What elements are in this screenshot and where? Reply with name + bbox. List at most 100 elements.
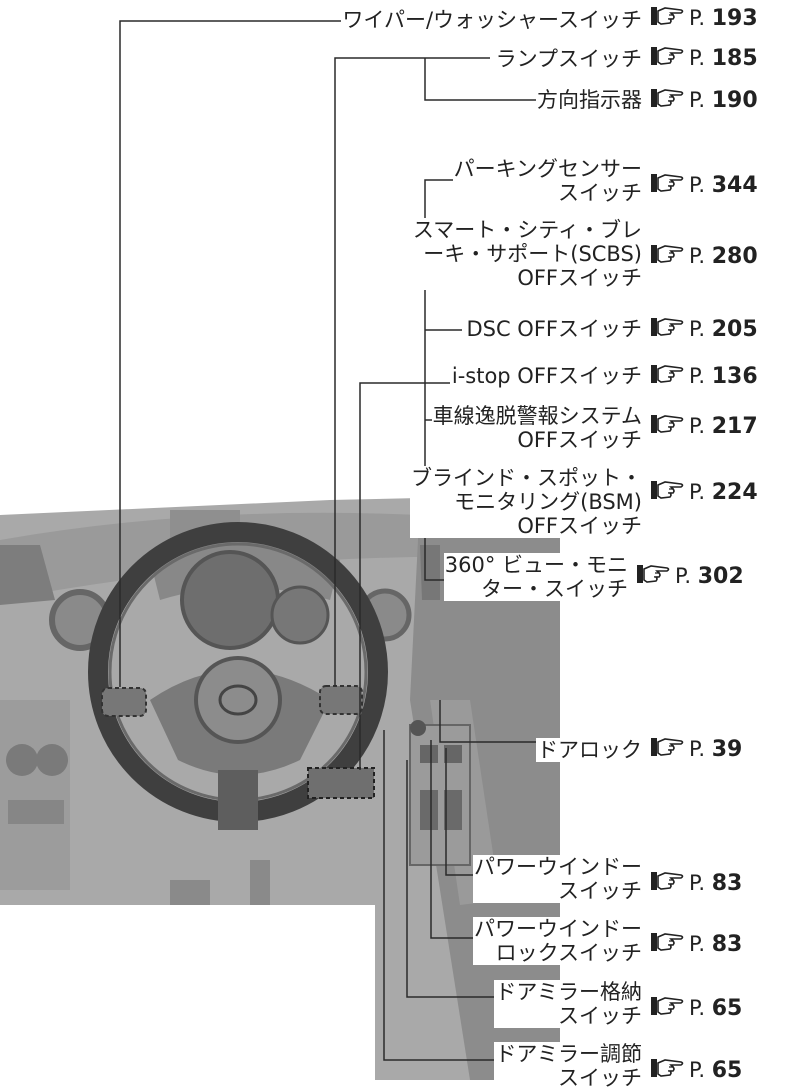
- callout-label-parking: パーキングセンサースイッチ: [452, 157, 643, 205]
- page-number: 193: [711, 6, 758, 31]
- page-prefix: P.: [675, 564, 698, 588]
- leader-line: [424, 58, 545, 101]
- page-prefix: P.: [689, 6, 712, 30]
- callout-text: OFFスイッチ: [517, 428, 642, 452]
- callout-text: 360° ビュー・モニ: [444, 553, 628, 577]
- page-reference-dsc[interactable]: P. 205: [651, 315, 758, 343]
- page-number: 39: [711, 737, 743, 762]
- page-number: 65: [711, 996, 743, 1021]
- callout-label-window-lock: パワーウインドーロックスイッチ: [473, 917, 643, 965]
- page-reference-door-lock[interactable]: P. 39: [651, 735, 742, 763]
- leader-line: [445, 748, 486, 876]
- page-prefix: P.: [689, 244, 712, 268]
- pointing-hand-icon: [651, 172, 685, 203]
- pointing-hand-icon: [651, 363, 685, 394]
- page-number: 83: [711, 932, 743, 957]
- callout-label-power-window: パワーウインドースイッチ: [473, 855, 643, 903]
- page-reference-bsm[interactable]: P. 224: [651, 478, 758, 506]
- page-prefix: P.: [689, 996, 712, 1020]
- callout-text: スイッチ: [558, 181, 642, 205]
- pointing-hand-icon: [651, 1057, 685, 1088]
- page-prefix: P.: [689, 364, 712, 388]
- callout-text: パワーウインドー: [474, 917, 642, 941]
- leader-line: [334, 57, 490, 686]
- callout-label-scbs: スマート・シティ・ブレーキ・サポート(SCBS)OFFスイッチ: [411, 218, 643, 290]
- callout-text: ドアミラー調節: [495, 1042, 642, 1066]
- callout-label-dsc: DSC OFFスイッチ: [465, 317, 643, 341]
- page-prefix: P.: [689, 173, 712, 197]
- callout-text: パワーウインドー: [474, 855, 642, 879]
- pointing-hand-icon: [637, 563, 671, 594]
- page-prefix: P.: [689, 1058, 712, 1082]
- pointing-hand-icon: [651, 995, 685, 1026]
- pointing-hand-icon: [651, 243, 685, 274]
- callout-label-istop: i-stop OFFスイッチ: [450, 364, 643, 388]
- page-prefix: P.: [689, 414, 712, 438]
- page-number: 302: [697, 564, 744, 589]
- callout-text: DSC OFFスイッチ: [466, 317, 642, 341]
- leader-line: [424, 383, 445, 581]
- pointing-hand-icon: [651, 870, 685, 901]
- callout-text: 方向指示器: [537, 88, 642, 112]
- pointing-hand-icon: [651, 87, 685, 118]
- callout-label-turn: 方向指示器: [536, 88, 643, 112]
- page-reference-wiper[interactable]: P. 193: [651, 4, 758, 32]
- callout-label-wiper: ワイパー/ウォッシャースイッチ: [341, 8, 643, 32]
- page-number: 344: [711, 173, 758, 198]
- callout-text: ワイパー/ウォッシャースイッチ: [342, 8, 642, 32]
- callout-text: ブラインド・スポット・: [411, 466, 642, 490]
- page-prefix: P.: [689, 46, 712, 70]
- pointing-hand-icon: [651, 413, 685, 444]
- leader-line: [430, 740, 486, 939]
- page-reference-lane[interactable]: P. 217: [651, 412, 758, 440]
- pointing-hand-icon: [651, 931, 685, 962]
- page-prefix: P.: [689, 737, 712, 761]
- page-reference-mirror-adjust[interactable]: P. 65: [651, 1056, 742, 1084]
- pointing-hand-icon: [651, 479, 685, 510]
- callout-text: スイッチ: [558, 1066, 642, 1090]
- page-reference-scbs[interactable]: P. 280: [651, 242, 758, 270]
- page-reference-mirror-fold[interactable]: P. 65: [651, 994, 742, 1022]
- callout-text: ドアロック: [537, 738, 642, 762]
- callout-text: スイッチ: [558, 879, 642, 903]
- page-number: 65: [711, 1058, 743, 1083]
- page-reference-view360[interactable]: P. 302: [637, 562, 744, 590]
- leader-line: [383, 730, 507, 1061]
- page-reference-istop[interactable]: P. 136: [651, 362, 758, 390]
- page-prefix: P.: [689, 871, 712, 895]
- callout-text: スマート・シティ・ブレ: [412, 218, 642, 242]
- callout-text: スイッチ: [558, 1004, 642, 1028]
- page-reference-power-window[interactable]: P. 83: [651, 869, 742, 897]
- page-number: 217: [711, 414, 758, 439]
- pointing-hand-icon: [651, 5, 685, 36]
- callout-text: モニタリング(BSM): [454, 490, 642, 514]
- page-prefix: P.: [689, 88, 712, 112]
- callout-text: ランプスイッチ: [495, 47, 642, 71]
- callout-text: ター・スイッチ: [481, 577, 628, 601]
- page-number: 136: [711, 364, 758, 389]
- pointing-hand-icon: [651, 45, 685, 76]
- callout-label-mirror-fold: ドアミラー格納スイッチ: [494, 980, 643, 1028]
- page-reference-window-lock[interactable]: P. 83: [651, 930, 742, 958]
- page-reference-parking[interactable]: P. 344: [651, 171, 758, 199]
- page-number: 190: [711, 88, 758, 113]
- callout-label-mirror-adjust: ドアミラー調節スイッチ: [494, 1042, 643, 1090]
- leader-line: [406, 760, 507, 998]
- callout-text: i-stop OFFスイッチ: [451, 364, 642, 388]
- page-reference-lamp[interactable]: P. 185: [651, 44, 758, 72]
- callout-label-bsm: ブラインド・スポット・モニタリング(BSM)OFFスイッチ: [410, 466, 643, 538]
- callout-text: OFFスイッチ: [517, 266, 642, 290]
- callout-label-lamp: ランプスイッチ: [494, 47, 643, 71]
- page-prefix: P.: [689, 317, 712, 341]
- leader-line: [119, 20, 350, 687]
- callout-text: ロックスイッチ: [495, 941, 642, 965]
- page-number: 185: [711, 46, 758, 71]
- page-reference-turn[interactable]: P. 190: [651, 86, 758, 114]
- page-number: 205: [711, 317, 758, 342]
- callout-text: ドアミラー格納: [495, 980, 642, 1004]
- callout-text: パーキングセンサー: [453, 157, 642, 181]
- callout-text: OFFスイッチ: [517, 514, 642, 538]
